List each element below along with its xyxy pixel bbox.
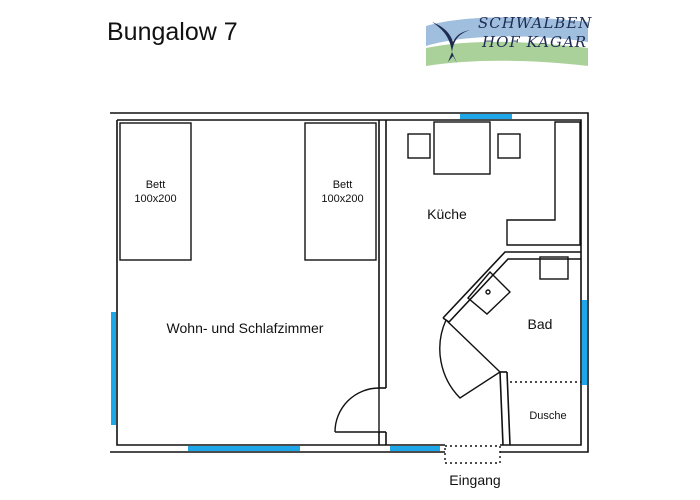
dining-table	[433, 121, 491, 175]
entrance-threshold	[444, 445, 501, 464]
swallow-icon	[432, 22, 470, 52]
logo-text-line1: SCHWALBEN	[478, 14, 593, 32]
outer-wall-outer-line	[110, 112, 589, 453]
shower-label: Dusche	[529, 410, 567, 422]
bed-left	[119, 122, 192, 261]
outer-walls	[110, 112, 589, 453]
logo-graphic	[426, 17, 588, 66]
logo-green-swash	[426, 41, 588, 66]
outer-wall-inner-line	[116, 119, 582, 446]
bed-right	[304, 122, 377, 261]
sink-drain	[485, 289, 491, 295]
living-room-label: Wohn- und Schlafzimmer	[166, 320, 324, 336]
schwalbenhof-logo: SCHWALBEN HOF KAGAR	[426, 8, 591, 68]
toilet	[539, 256, 569, 280]
kitchen-label: Küche	[427, 206, 467, 222]
bath-wall-lower-outer	[499, 371, 504, 446]
bath-wall-outer	[442, 251, 581, 319]
kitchen-counter	[506, 121, 581, 246]
chair-left	[407, 133, 431, 159]
doors	[334, 319, 581, 464]
bath-wall-lower-inner	[506, 371, 511, 446]
bath-wall-inner	[448, 258, 581, 323]
living-door-swing	[334, 387, 380, 433]
logo-blue-swash	[426, 17, 588, 46]
windows	[111, 114, 587, 451]
entrance-label: Eingang	[449, 472, 501, 488]
bath-label: Bad	[527, 316, 553, 332]
bed-left-label-line2: 100x200	[134, 193, 177, 205]
bath-door-leaf	[445, 319, 501, 373]
sink	[467, 270, 512, 315]
swallow-tail-icon	[448, 52, 457, 63]
interior-walls	[378, 120, 581, 446]
bed-right-label-line2: 100x200	[321, 193, 364, 205]
bed-left-label-line1: Bett	[145, 179, 166, 191]
furniture	[119, 121, 581, 315]
bath-door-swing	[439, 319, 501, 399]
page-title: Bungalow 7	[107, 18, 238, 46]
bed-right-label-line1: Bett	[332, 179, 353, 191]
chair-right	[497, 133, 521, 159]
bed-left-label: Bett 100x200	[120, 178, 191, 206]
logo-text-line2: HOF KAGAR	[482, 33, 588, 51]
bed-right-label: Bett 100x200	[305, 178, 380, 206]
